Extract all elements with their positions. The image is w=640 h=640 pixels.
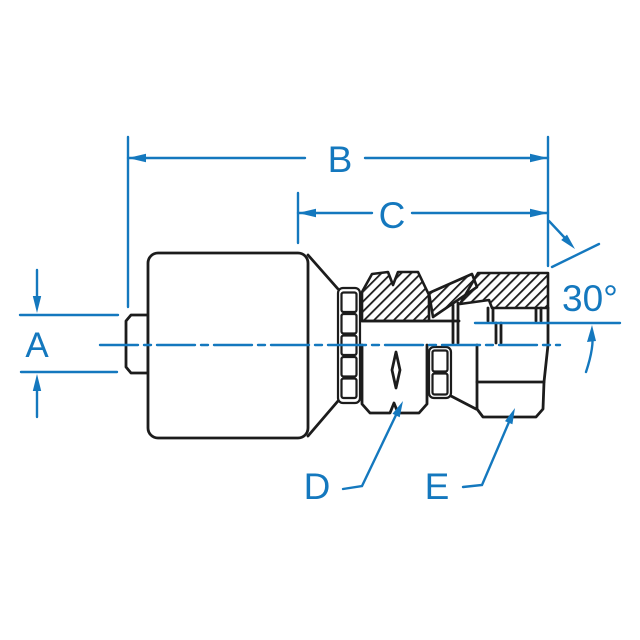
- dim-c-arrow-right: [530, 208, 548, 218]
- cone-transition-bottom: [306, 399, 340, 438]
- dim-b-label: B: [328, 139, 353, 180]
- fitting-part-layer: [124, 251, 550, 440]
- dim-c-label: C: [379, 195, 406, 236]
- seat-counterbore-line: [451, 301, 460, 345]
- dim-a-arrow-bottom: [32, 374, 42, 391]
- dim-d-label: D: [304, 466, 331, 507]
- angle-label: 30°: [562, 278, 618, 319]
- collar-segment: [340, 355, 358, 378]
- dim-a-arrow-top: [32, 296, 42, 313]
- swivel-taper-line: [449, 394, 478, 411]
- collar-ring-segments: [340, 291, 358, 400]
- thread-diamond: [390, 350, 402, 390]
- collar-segment: [340, 377, 358, 400]
- collar-segment: [340, 312, 358, 335]
- thread-relief-line-left: [486, 306, 495, 323]
- leader-e-line: [461, 420, 511, 489]
- thread-relief-line-right: [534, 306, 543, 323]
- leader-e-arrow: [505, 408, 515, 425]
- leader-d-arrow: [392, 401, 403, 418]
- swivel-collar-segment: [431, 372, 449, 396]
- leader-d-line: [341, 413, 398, 491]
- dim-b-arrow-right: [530, 153, 548, 163]
- swivel-collar-segment: [431, 349, 449, 373]
- thread-cone-line: [494, 321, 503, 345]
- cone-transition-top: [306, 253, 340, 291]
- dim-a-label: A: [25, 326, 49, 365]
- angle-upper-arrow: [561, 234, 575, 249]
- dim-c-arrow-left: [298, 208, 316, 218]
- dimension-layer: B C A 30° D E: [18, 135, 622, 507]
- angle-inclined-reference-line: [550, 242, 601, 269]
- dim-e-label: E: [425, 466, 450, 507]
- angle-upper-arrow-shaft: [547, 219, 566, 239]
- collar-segment: [340, 291, 358, 314]
- nut-d-outline: [360, 343, 429, 415]
- nut-d-section-hatch: [360, 270, 431, 323]
- angle-arc-arrow: [587, 325, 596, 342]
- dim-b-arrow-left: [128, 153, 146, 163]
